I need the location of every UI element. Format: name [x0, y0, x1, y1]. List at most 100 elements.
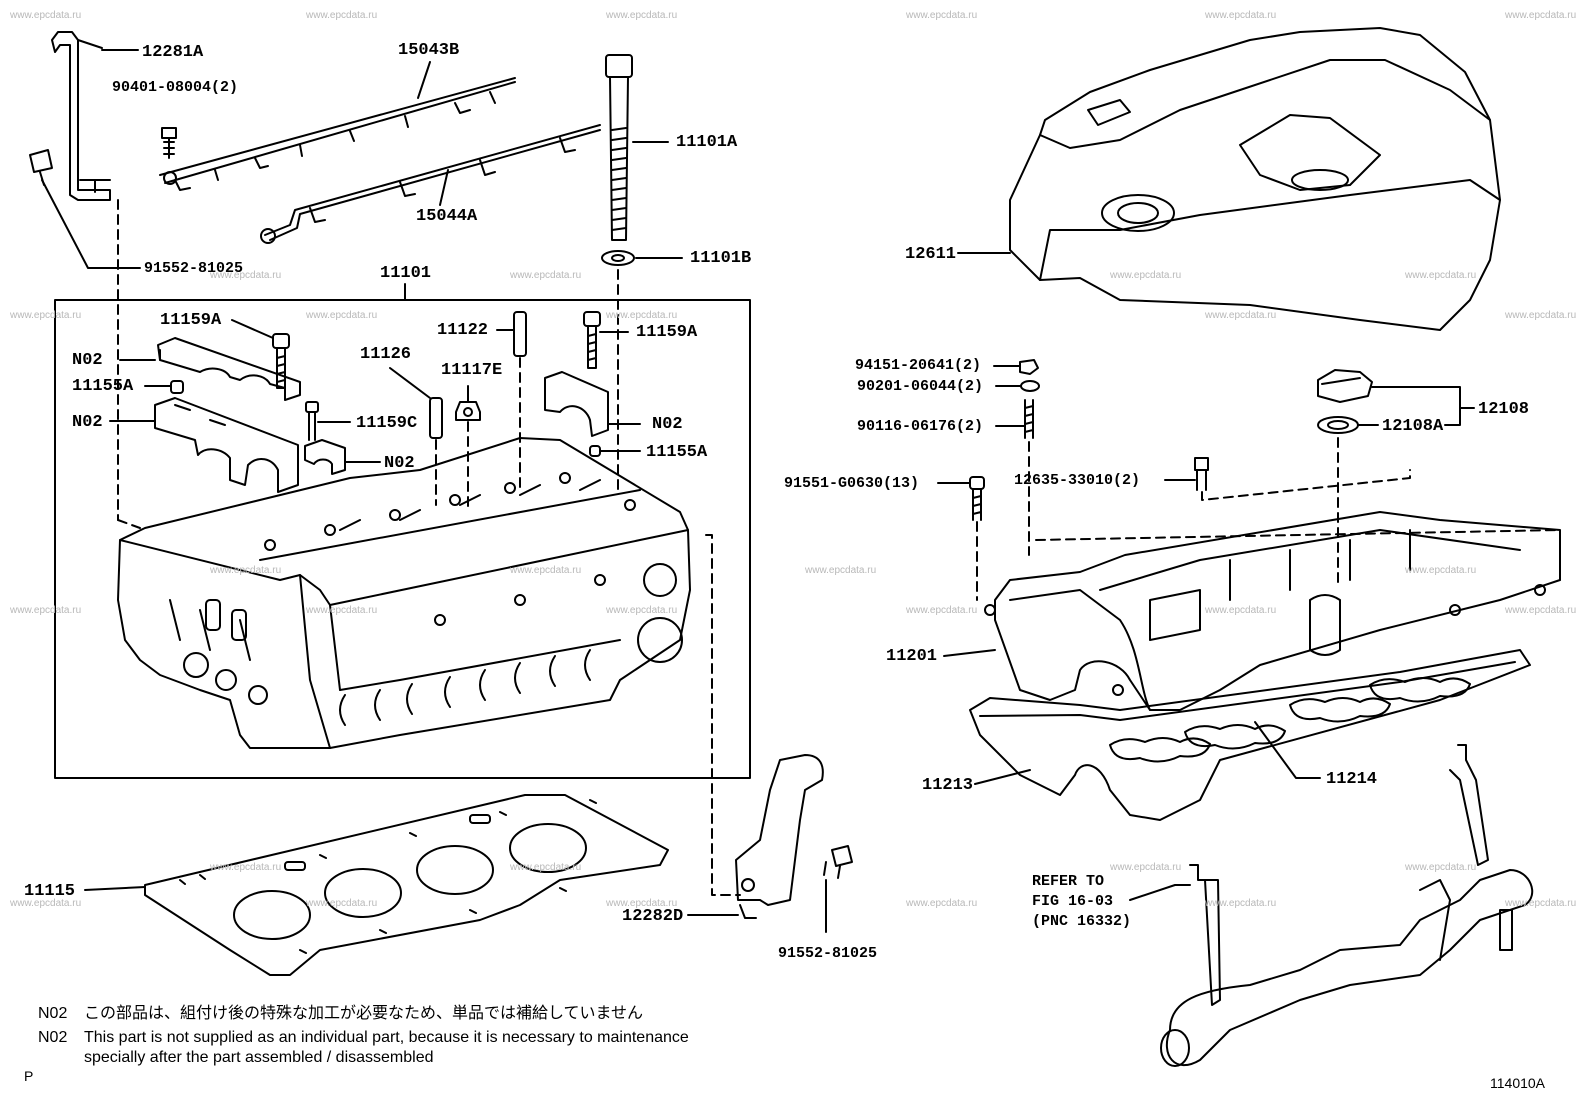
watermark: www.epcdata.ru: [1405, 862, 1477, 873]
watermark: www.epcdata.ru: [1110, 862, 1182, 873]
leader-11214: [1254, 721, 1321, 779]
washer-11101b: [601, 250, 635, 266]
camshaft-cap-n02-lower: [154, 397, 299, 493]
watermark: www.epcdata.ru: [805, 565, 877, 576]
note-key: N02: [38, 1029, 68, 1046]
part-label-91552-top[interactable]: 91552-81025: [144, 260, 244, 277]
watermark: www.epcdata.ru: [510, 862, 582, 873]
leader-11115: [84, 886, 146, 891]
refer-line-1: REFER TO: [1032, 873, 1105, 890]
watermark: www.epcdata.ru: [306, 10, 378, 21]
part-label-11126[interactable]: 11126: [360, 345, 412, 364]
note-jp-text: この部品は、組付け後の特殊な加工が必要なため、単品では補給していません: [84, 1005, 644, 1022]
part-label-12611[interactable]: 12611: [905, 245, 957, 264]
part-label-11101[interactable]: 11101: [380, 264, 432, 283]
watermark: www.epcdata.ru: [606, 605, 678, 616]
harness-15043b: [159, 77, 516, 191]
part-label-11122[interactable]: 11122: [437, 321, 489, 340]
part-label-11155a-left[interactable]: 11155A: [72, 377, 134, 396]
part-label-90116[interactable]: 90116-06176(2): [857, 418, 984, 435]
watermark: www.epcdata.ru: [1405, 565, 1477, 576]
valve-cover-11201: [984, 511, 1561, 711]
watermark: www.epcdata.ru: [606, 310, 678, 321]
watermark: www.epcdata.ru: [10, 10, 82, 21]
watermark: www.epcdata.ru: [510, 565, 582, 576]
part-label-11159a-right[interactable]: 11159A: [636, 323, 698, 342]
leader-11213: [974, 769, 1031, 785]
footer-left-mark: P: [24, 1068, 34, 1084]
bracket-12281a: [51, 31, 111, 201]
part-label-15044a[interactable]: 15044A: [416, 207, 478, 226]
leader-11126: [389, 367, 431, 399]
gasket-12108a: [1317, 416, 1359, 434]
bolt-91551: [969, 476, 985, 521]
watermark: www.epcdata.ru: [1505, 605, 1577, 616]
part-label-15043b[interactable]: 15043B: [398, 41, 460, 60]
part-label-12635[interactable]: 12635-33010(2): [1014, 472, 1141, 489]
part-label-11213[interactable]: 11213: [922, 776, 974, 795]
part-label-n02-d[interactable]: N02: [652, 415, 683, 434]
watermark: www.epcdata.ru: [10, 898, 82, 909]
part-label-11159a-left[interactable]: 11159A: [160, 311, 222, 330]
figure-code: 114010A: [1490, 1075, 1546, 1091]
watermark: www.epcdata.ru: [906, 10, 978, 21]
watermark: www.epcdata.ru: [306, 898, 378, 909]
part-label-90201[interactable]: 90201-06044(2): [857, 378, 984, 395]
nut-94151: [1019, 359, 1039, 375]
cylinder-head: [117, 437, 691, 749]
watermark: www.epcdata.ru: [1505, 10, 1577, 21]
part-label-94151[interactable]: 94151-20641(2): [855, 357, 982, 374]
watermark: www.epcdata.ru: [1405, 270, 1477, 281]
watermark: www.epcdata.ru: [210, 270, 282, 281]
watermark: www.epcdata.ru: [210, 565, 282, 576]
harness-15044a: [260, 124, 601, 244]
bolt-91552-bottom: [823, 845, 853, 879]
part-label-n02-b[interactable]: N02: [72, 413, 103, 432]
watermark: www.epcdata.ru: [10, 310, 82, 321]
note-en-cont: specially after the part assembled / dis…: [84, 1049, 434, 1066]
part-label-12108[interactable]: 12108: [1478, 400, 1530, 419]
part-label-11117e[interactable]: 11117E: [441, 361, 503, 380]
watermark: www.epcdata.ru: [306, 605, 378, 616]
part-label-11155a-right[interactable]: 11155A: [646, 443, 708, 462]
bolt-11101a: [605, 54, 633, 241]
part-label-11101b[interactable]: 11101B: [690, 249, 752, 268]
part-label-12282d[interactable]: 12282D: [622, 907, 684, 926]
camshaft-cap-n02-small: [304, 439, 346, 475]
part-label-12108a[interactable]: 12108A: [1382, 417, 1444, 436]
pin-11126: [429, 397, 443, 439]
leader-11159a-left: [231, 319, 274, 339]
part-label-n02-c[interactable]: N02: [384, 454, 415, 473]
refer-line-3: (PNC 16332): [1032, 913, 1132, 930]
part-label-11214[interactable]: 11214: [1326, 770, 1378, 789]
plug-tube-gaskets-11214: [1109, 677, 1471, 763]
part-label-11115[interactable]: 11115: [24, 882, 76, 901]
part-label-91552-bottom[interactable]: 91552-81025: [778, 945, 878, 962]
bolt-11159a-right: [583, 311, 601, 369]
part-label-91551[interactable]: 91551-G0630(13): [784, 475, 920, 492]
leader-refer: [1129, 884, 1191, 901]
leader-11201: [943, 649, 996, 657]
washer-90201: [1020, 380, 1040, 392]
part-label-11159c[interactable]: 11159C: [356, 414, 418, 433]
watermark: www.epcdata.ru: [1505, 310, 1577, 321]
watermark: www.epcdata.ru: [1205, 10, 1277, 21]
part-label-12281a[interactable]: 12281A: [142, 43, 204, 62]
part-label-11201[interactable]: 11201: [886, 647, 938, 666]
refer-line-2: FIG 16-03: [1032, 893, 1114, 910]
watermark: www.epcdata.ru: [1205, 898, 1277, 909]
engine-cover-12611: [1009, 27, 1501, 331]
watermark: www.epcdata.ru: [1205, 310, 1277, 321]
watermark: www.epcdata.ru: [210, 862, 282, 873]
camshaft-cap-n02-right: [544, 371, 609, 437]
watermark: www.epcdata.ru: [906, 605, 978, 616]
refer-note[interactable]: REFER TO FIG 16-03 (PNC 16332): [1032, 872, 1131, 932]
watermark: www.epcdata.ru: [1505, 898, 1577, 909]
leader-91552-top: [41, 179, 141, 269]
part-label-n02-a[interactable]: N02: [72, 351, 103, 370]
part-label-11101a[interactable]: 11101A: [676, 133, 738, 152]
bolt-90401: [161, 127, 177, 159]
stud-12635: [1194, 457, 1209, 491]
part-label-90401[interactable]: 90401-08004(2): [112, 79, 239, 96]
